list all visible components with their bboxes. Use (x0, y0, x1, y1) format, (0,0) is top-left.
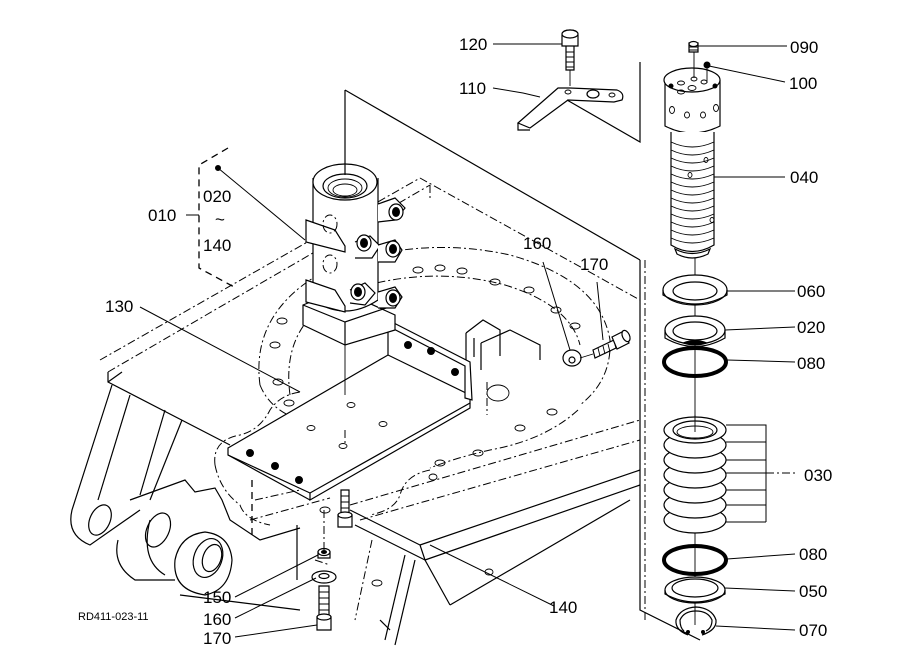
bolt-120 (561, 29, 579, 86)
thrust-washer-060 (662, 274, 728, 306)
bracket-110 (516, 62, 641, 144)
bolt-170-upper (579, 329, 631, 359)
callout-160-upper: 160 (523, 234, 551, 253)
callout-110: 110 (459, 79, 486, 98)
ball-100 (703, 61, 711, 83)
swivel-shaft-040 (663, 67, 721, 259)
ports (349, 197, 406, 309)
seal-ring-020 (664, 315, 726, 347)
plate-bolts (246, 341, 459, 484)
callout-130: 130 (105, 297, 133, 316)
plug-090 (688, 40, 699, 78)
plate-holes (306, 402, 388, 449)
callout-150: 150 (203, 588, 231, 607)
assembly-label: 010 (148, 206, 176, 225)
plate-hole-lower (319, 506, 331, 514)
callout-030: 030 (804, 466, 832, 485)
callout-080-upper: 080 (797, 354, 825, 373)
ring-bracket (465, 319, 541, 415)
frame-structure (70, 177, 641, 646)
o-ring-080-upper (662, 346, 728, 378)
assembly-range-bracket (186, 147, 306, 289)
swing-bearing-ring (214, 246, 611, 587)
callout-020: 020 (797, 318, 825, 337)
callout-140: 140 (549, 598, 577, 617)
callout-120: 120 (459, 35, 487, 54)
washer-160-lower (311, 570, 337, 584)
bolt-170-lower (316, 585, 332, 631)
seal-set-030 (663, 415, 795, 534)
washer-050 (664, 576, 726, 604)
callout-040: 040 (790, 168, 818, 187)
bolt-under-plate (337, 489, 353, 528)
stopper-plate (227, 319, 473, 502)
callout-060: 060 (797, 282, 825, 301)
shaft-grooves (670, 141, 715, 244)
callout-070: 070 (799, 621, 827, 640)
labels: 120 110 090 100 040 060 020 080 030 080 … (78, 35, 832, 648)
callout-080-lower: 080 (799, 545, 827, 564)
assembly-range-start: 020 (203, 187, 231, 206)
swivel-joint-body (302, 163, 406, 445)
washer-160-upper (562, 349, 582, 367)
snap-ring-070 (675, 606, 717, 636)
callout-160-lower: 160 (203, 610, 231, 629)
assembly-range-symbol: ~ (215, 210, 225, 229)
callout-170-lower: 170 (203, 629, 231, 648)
callout-170-upper: 170 (580, 255, 608, 274)
ring-bolt-holes (269, 264, 581, 587)
drawing-code: RD411-023-11 (78, 611, 149, 623)
callout-050: 050 (799, 582, 827, 601)
callout-090: 090 (790, 38, 818, 57)
callout-100: 100 (789, 74, 817, 93)
leader-lines (139, 43, 796, 638)
assembly-range-end: 140 (203, 236, 231, 255)
o-ring-080-lower (662, 544, 728, 576)
